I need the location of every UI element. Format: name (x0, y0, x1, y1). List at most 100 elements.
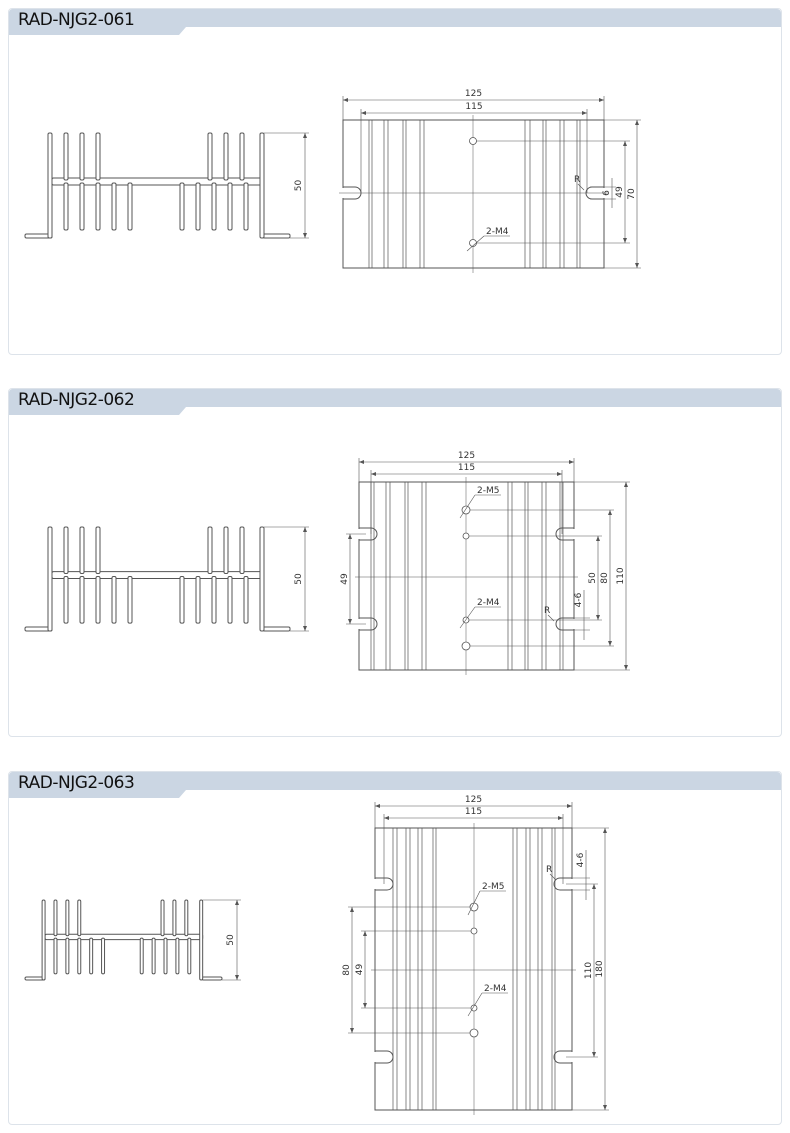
slot-gap (374, 879, 376, 889)
leader-line (549, 873, 557, 881)
dimension-label: 50 (294, 180, 304, 192)
radius-label: R (574, 175, 580, 185)
dimension-label: 110 (616, 567, 626, 584)
profile-part (207, 526, 213, 575)
profile-part (41, 899, 46, 981)
profile-part (47, 132, 53, 239)
profile-part (95, 526, 101, 575)
profile-part (77, 937, 82, 975)
profile-part (65, 899, 70, 937)
leader-line (466, 235, 485, 252)
dimension-label: 49 (615, 186, 625, 198)
dimension-label: 50 (226, 934, 236, 946)
profile-part (63, 576, 69, 624)
profile-part (243, 182, 249, 231)
dimension-label: 70 (627, 188, 637, 200)
profile-part (163, 937, 168, 975)
profile-part (160, 899, 165, 937)
profile-part (172, 899, 177, 937)
section-header-bar (9, 9, 781, 27)
radius-label: R (546, 865, 552, 875)
leader-line (467, 890, 481, 916)
profile-part (79, 526, 85, 575)
profile-part (53, 899, 58, 937)
heatsink-profile (24, 526, 291, 632)
profile-part (179, 182, 185, 231)
dimension-label: 125 (465, 89, 482, 99)
heatsink-profile (24, 132, 291, 239)
profile-part (187, 937, 192, 975)
dimension-label: 125 (465, 795, 482, 805)
mount-hole (461, 641, 471, 651)
mounting-slot (374, 1050, 394, 1064)
dimension-label: 80 (600, 572, 610, 584)
profile-part (195, 182, 201, 231)
profile-part (63, 182, 69, 231)
dimension-label: 125 (458, 451, 475, 461)
profile-part (63, 526, 69, 575)
profile-part (195, 576, 201, 624)
profile-part (259, 526, 265, 632)
profile-part (199, 899, 204, 981)
profile-part (53, 937, 58, 975)
section-header-tab (9, 389, 194, 415)
profile-part (207, 132, 213, 181)
leader-line (577, 183, 585, 191)
section-title: RAD-NJG2-061 (18, 10, 135, 30)
profile-part (111, 182, 117, 231)
section-header-tab (9, 9, 194, 35)
section-header-bar (9, 389, 781, 407)
profile-part (201, 976, 223, 981)
slot-gap (374, 1052, 376, 1062)
plate-outline (374, 827, 573, 1111)
dimension-label: 50 (294, 573, 304, 585)
dimension-label: 50 (588, 572, 598, 584)
mount-hole (462, 532, 470, 540)
heatsink-profile (24, 899, 223, 981)
dimension-label: 6 (602, 190, 612, 196)
leader-line (459, 494, 476, 519)
dimension-label: 115 (458, 463, 475, 473)
profile-part (239, 132, 245, 181)
mount-hole (470, 927, 478, 935)
profile-part (101, 937, 106, 975)
radius-label: R (544, 606, 550, 616)
dimension-label: 180 (595, 960, 605, 977)
slot-gap (573, 529, 575, 539)
dimension-label: 115 (465, 807, 482, 817)
dimension-label: 115 (465, 102, 482, 112)
profile-part (211, 576, 217, 624)
hole-label: 2-M4 (486, 227, 509, 237)
hole-label: 2-M5 (477, 486, 499, 496)
section-header-bar (9, 772, 781, 790)
profile-part (175, 937, 180, 975)
dimension-label: 110 (584, 962, 594, 979)
profile-part (243, 576, 249, 624)
hole-label: 2-M4 (484, 984, 507, 994)
profile-part (223, 132, 229, 181)
dimension-label: 49 (340, 573, 350, 585)
profile-part (262, 626, 291, 632)
profile-part (79, 132, 85, 181)
profile-part (262, 233, 291, 239)
profile-part (211, 182, 217, 231)
profile-part (227, 182, 233, 231)
profile-part (223, 526, 229, 575)
hole-label: 2-M4 (477, 598, 500, 608)
profile-part (111, 576, 117, 624)
section-title: RAD-NJG2-063 (18, 773, 135, 793)
dimension-label: 49 (355, 964, 365, 976)
profile-part (63, 132, 69, 181)
profile-part (95, 132, 101, 181)
mount-hole (469, 1028, 479, 1038)
profile-part (79, 182, 85, 231)
profile-part (184, 899, 189, 937)
mount-hole (469, 137, 477, 145)
mounting-slot (555, 617, 575, 631)
section-header-tab (9, 772, 194, 798)
mounting-slot (553, 1050, 573, 1064)
dimension-label: 80 (342, 964, 352, 976)
dimension-label: 4-6 (576, 852, 586, 867)
leader-line (547, 614, 555, 622)
mounting-slot (555, 527, 575, 541)
